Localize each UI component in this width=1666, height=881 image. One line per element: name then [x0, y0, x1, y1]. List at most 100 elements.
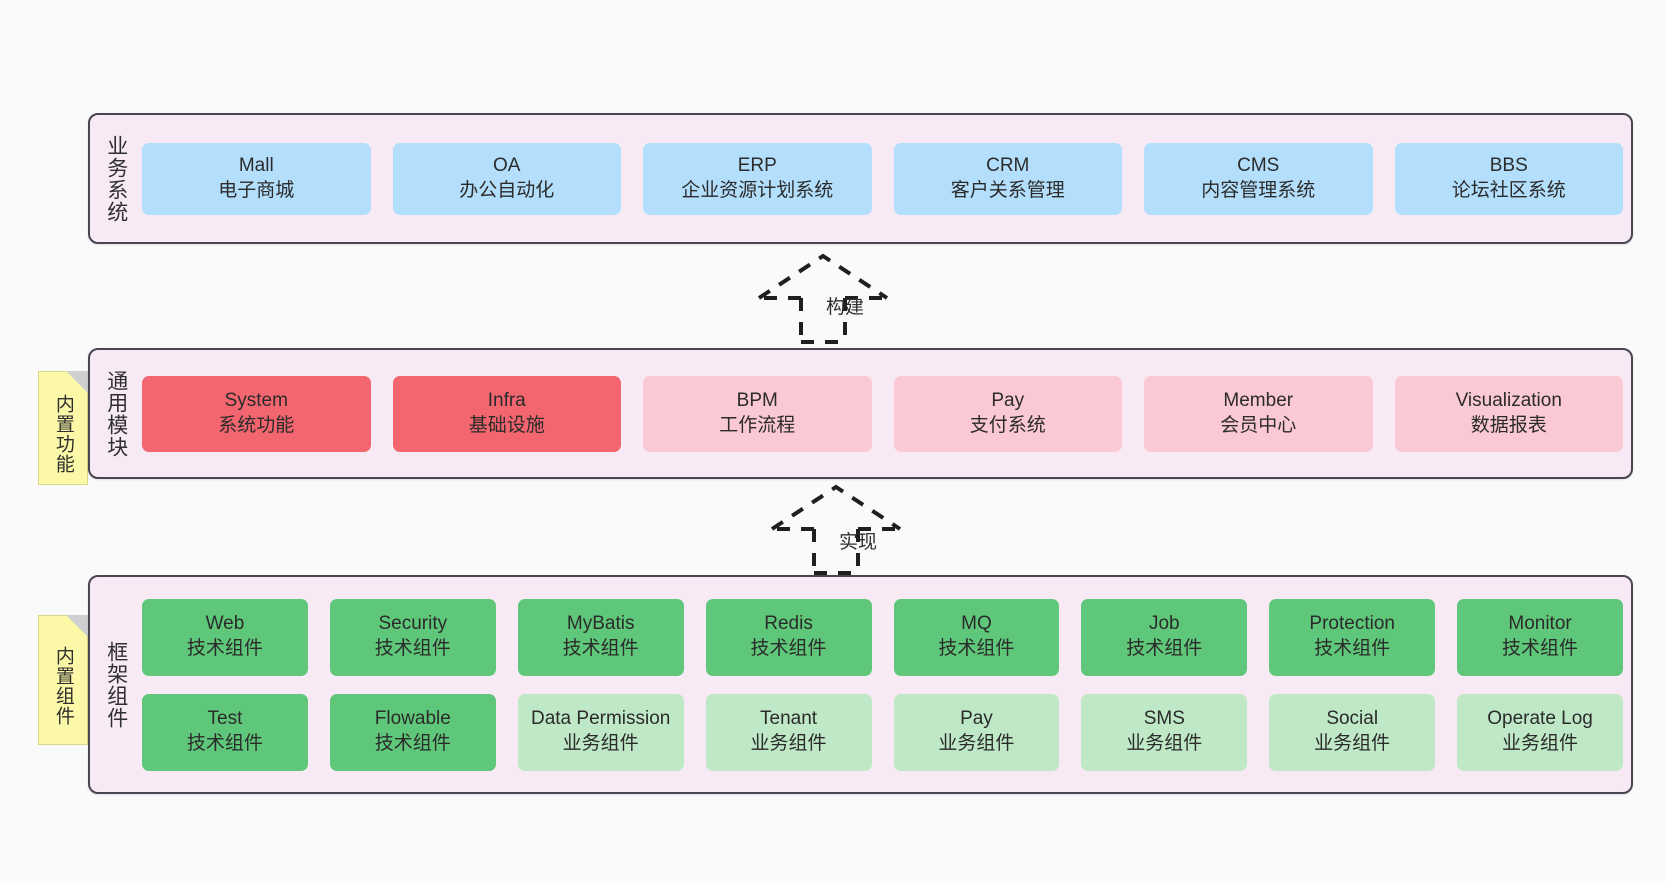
card-subtitle: 数据报表 — [1470, 414, 1547, 436]
note-text: 内置组件 — [52, 646, 74, 726]
card-subtitle: 业务组件 — [1126, 733, 1203, 754]
card-title: Tenant — [760, 708, 818, 730]
card-member[interactable]: Member 会员中心 — [1144, 375, 1373, 452]
card-bbs[interactable]: BBS 论坛社区系统 — [1394, 142, 1623, 215]
card-title: MQ — [961, 613, 992, 635]
card-visualization[interactable]: Visualization 数据报表 — [1394, 375, 1623, 452]
card-title: Data Permission — [530, 708, 671, 730]
card-social[interactable]: Social 业务组件 — [1269, 693, 1436, 771]
card-title: Operate Log — [1487, 708, 1593, 730]
card-test[interactable]: Test 技术组件 — [142, 693, 308, 771]
card-monitor[interactable]: Monitor 技术组件 — [1457, 598, 1623, 676]
card-subtitle: 技术组件 — [1126, 638, 1203, 659]
card-title: MyBatis — [566, 613, 635, 635]
card-title: Mall — [238, 154, 274, 176]
card-pay-business[interactable]: Pay 业务组件 — [893, 693, 1060, 771]
card-title: Flowable — [374, 708, 451, 730]
card-crm[interactable]: CRM 客户关系管理 — [893, 142, 1122, 215]
card-subtitle: 办公自动化 — [459, 179, 555, 201]
layer-title-framework: 框架组件 — [104, 640, 128, 729]
card-subtitle: 技术组件 — [750, 638, 827, 659]
card-subtitle: 基础设施 — [468, 414, 545, 436]
card-subtitle: 客户关系管理 — [950, 179, 1065, 201]
card-infra[interactable]: Infra 基础设施 — [392, 375, 621, 452]
layer-title-business: 业务系统 — [104, 134, 128, 223]
layer-body-common: System 系统功能 Infra 基础设施 BPM 工作流程 Pay 支付系统… — [142, 350, 1631, 477]
card-subtitle: 技术组件 — [1502, 638, 1579, 659]
layer-framework-components: 框架组件 Web 技术组件 Security 技术组件 MyBatis 技术组件… — [88, 575, 1633, 794]
card-subtitle: 内容管理系统 — [1201, 179, 1316, 201]
card-mall[interactable]: Mall 电子商城 — [142, 142, 371, 215]
card-row: System 系统功能 Infra 基础设施 BPM 工作流程 Pay 支付系统… — [142, 375, 1623, 452]
card-subtitle: 技术组件 — [1314, 638, 1391, 659]
card-title: Test — [207, 708, 243, 730]
card-mq[interactable]: MQ 技术组件 — [893, 598, 1060, 676]
card-system[interactable]: System 系统功能 — [142, 375, 371, 452]
layer-body-business: Mall 电子商城 OA 办公自动化 ERP 企业资源计划系统 CRM 客户关系… — [142, 115, 1631, 242]
card-oa[interactable]: OA 办公自动化 — [392, 142, 621, 215]
card-security[interactable]: Security 技术组件 — [329, 598, 496, 676]
card-title: System — [224, 389, 288, 411]
card-subtitle: 企业资源计划系统 — [681, 179, 834, 201]
card-row-technical: Web 技术组件 Security 技术组件 MyBatis 技术组件 Redi… — [142, 598, 1623, 676]
connector-build: 构建 — [755, 252, 935, 344]
card-subtitle: 系统功能 — [218, 414, 295, 436]
card-subtitle: 会员中心 — [1220, 414, 1297, 436]
card-protection[interactable]: Protection 技术组件 — [1269, 598, 1436, 676]
connector-realize: 实现 — [768, 483, 948, 575]
card-subtitle: 论坛社区系统 — [1451, 179, 1566, 201]
card-title: SMS — [1143, 708, 1185, 730]
card-row-business: Test 技术组件 Flowable 技术组件 Data Permission … — [142, 693, 1623, 771]
note-text: 内置功能 — [52, 394, 74, 474]
card-subtitle: 业务组件 — [750, 733, 827, 754]
card-subtitle: 技术组件 — [938, 638, 1015, 659]
card-title: Security — [378, 613, 448, 635]
card-title: Visualization — [1455, 389, 1562, 411]
card-tenant[interactable]: Tenant 业务组件 — [705, 693, 872, 771]
card-title: Pay — [960, 708, 993, 730]
card-job[interactable]: Job 技术组件 — [1081, 598, 1248, 676]
card-pay[interactable]: Pay 支付系统 — [893, 375, 1122, 452]
card-sms[interactable]: SMS 业务组件 — [1081, 693, 1248, 771]
card-title: Monitor — [1508, 613, 1572, 635]
card-erp[interactable]: ERP 企业资源计划系统 — [643, 142, 872, 215]
card-subtitle: 技术组件 — [374, 733, 451, 754]
card-operate-log[interactable]: Operate Log 业务组件 — [1457, 693, 1623, 771]
card-title: CRM — [986, 154, 1030, 176]
card-title: CMS — [1237, 154, 1280, 176]
card-mybatis[interactable]: MyBatis 技术组件 — [517, 598, 684, 676]
card-title: Web — [205, 613, 245, 635]
card-web[interactable]: Web 技术组件 — [142, 598, 308, 676]
card-subtitle: 电子商城 — [218, 179, 295, 201]
card-title: Protection — [1309, 613, 1395, 635]
card-data-permission[interactable]: Data Permission 业务组件 — [517, 693, 684, 771]
card-subtitle: 技术组件 — [562, 638, 639, 659]
card-title: OA — [493, 154, 521, 176]
note-builtin-functions: 内置功能 — [38, 371, 88, 485]
card-subtitle: 技术组件 — [186, 638, 263, 659]
card-title: Redis — [764, 613, 813, 635]
layer-body-framework: Web 技术组件 Security 技术组件 MyBatis 技术组件 Redi… — [142, 577, 1631, 792]
card-subtitle: 技术组件 — [374, 638, 451, 659]
card-subtitle: 业务组件 — [938, 733, 1015, 754]
dashed-arrow-up-icon — [757, 253, 889, 344]
card-subtitle: 工作流程 — [719, 414, 796, 436]
layer-business-systems: 业务系统 Mall 电子商城 OA 办公自动化 ERP 企业资源计划系统 CRM — [88, 113, 1633, 244]
card-title: Infra — [487, 389, 526, 411]
card-bpm[interactable]: BPM 工作流程 — [643, 375, 872, 452]
card-subtitle: 业务组件 — [1502, 733, 1579, 754]
card-title: BBS — [1489, 154, 1528, 176]
card-title: Social — [1326, 708, 1379, 730]
card-title: ERP — [737, 154, 777, 176]
layer-title-common: 通用模块 — [104, 369, 128, 458]
card-cms[interactable]: CMS 内容管理系统 — [1144, 142, 1373, 215]
card-flowable[interactable]: Flowable 技术组件 — [329, 693, 496, 771]
card-title: BPM — [736, 389, 778, 411]
card-subtitle: 业务组件 — [562, 733, 639, 754]
card-subtitle: 业务组件 — [1314, 733, 1391, 754]
card-title: Member — [1223, 389, 1294, 411]
card-redis[interactable]: Redis 技术组件 — [705, 598, 872, 676]
layer-common-modules: 通用模块 System 系统功能 Infra 基础设施 BPM 工作流程 Pay — [88, 348, 1633, 479]
card-subtitle: 技术组件 — [186, 733, 263, 754]
